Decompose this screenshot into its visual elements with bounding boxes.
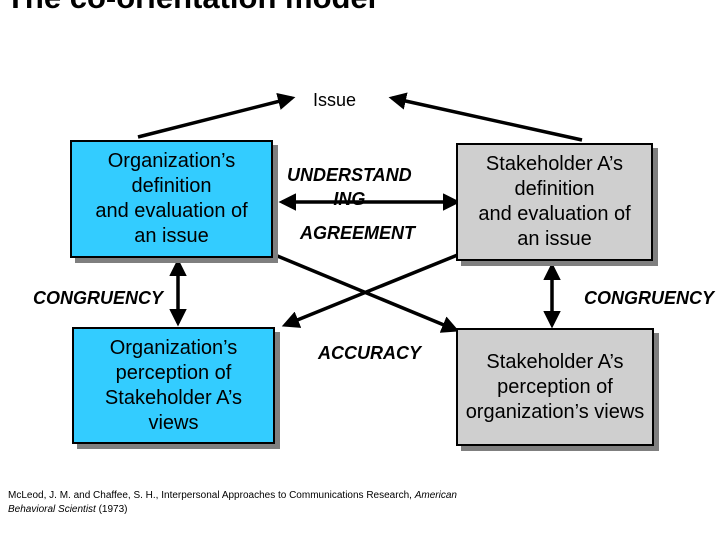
page-title: The co-orientation model xyxy=(6,0,376,18)
cross-arrow-down-right xyxy=(274,253,460,333)
congruency-left-label: CONGRUENCY xyxy=(33,288,164,308)
citation-authors: McLeod, J. M. and Chaffee, S. H., Interp… xyxy=(8,490,415,501)
org-definition-box: Organization’s definition and evaluation… xyxy=(70,140,273,258)
issue-arrow-right xyxy=(388,92,583,142)
congruency-right-label: CONGRUENCY xyxy=(584,288,715,308)
understanding-label: UNDERSTAND ING xyxy=(287,165,412,209)
cross-arrow-down-left xyxy=(281,252,461,328)
stakeholder-definition-text: Stakeholder A’s definition and evaluatio… xyxy=(478,153,631,250)
org-perception-box: Organization’s perception of Stakeholder… xyxy=(72,327,275,444)
citation: McLeod, J. M. and Chaffee, S. H., Interp… xyxy=(8,489,468,517)
agreement-label: AGREEMENT xyxy=(300,223,416,243)
accuracy-label: ACCURACY xyxy=(318,343,421,363)
citation-journal: American Behavioral Scientist xyxy=(8,490,457,515)
stakeholder-perception-text: Stakeholder A’s perception of organizati… xyxy=(465,350,645,423)
issue-arrow-left xyxy=(137,92,296,139)
issue-label: Issue xyxy=(313,90,357,110)
citation-year: (1973) xyxy=(95,504,128,515)
stakeholder-definition-box: Stakeholder A’s definition and evaluatio… xyxy=(456,143,653,261)
org-definition-text: Organization’s definition and evaluation… xyxy=(95,150,248,247)
org-perception-text: Organization’s perception of Stakeholder… xyxy=(104,336,243,434)
stakeholder-perception-box: Stakeholder A’s perception of organizati… xyxy=(456,328,654,446)
